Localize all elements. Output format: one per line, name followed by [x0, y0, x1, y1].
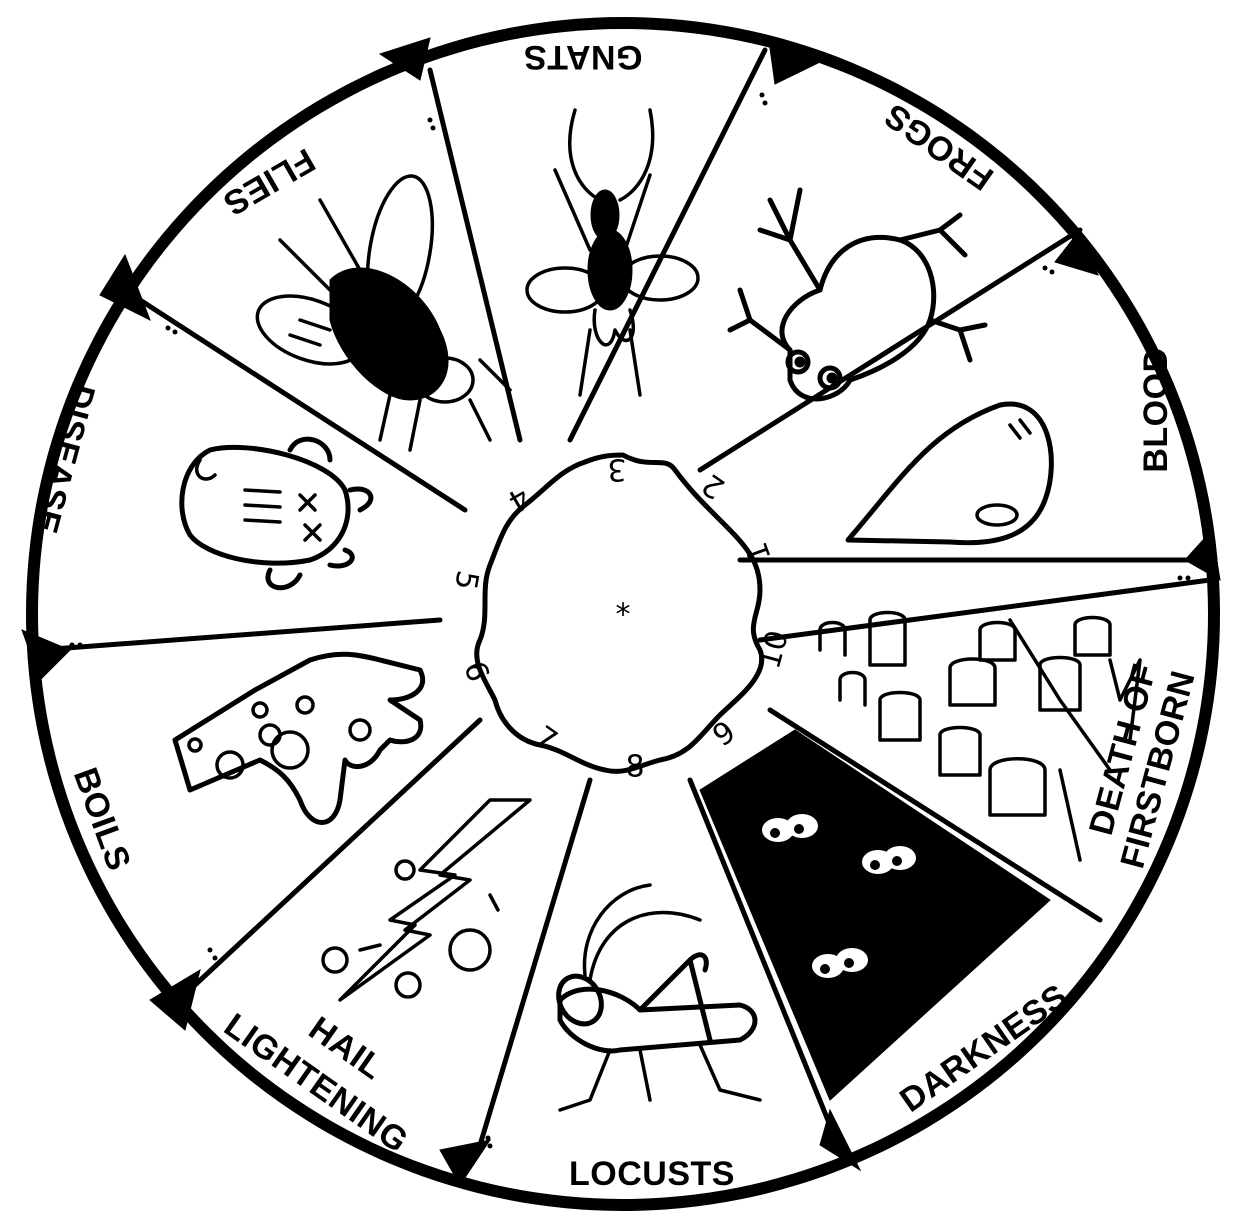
label-blood: BLOOD: [1137, 347, 1175, 472]
center-mark: *: [616, 598, 631, 633]
label-gnats: GNATS: [524, 38, 643, 76]
segment-number-3: 3: [607, 452, 626, 487]
label-locusts: LOCUSTS: [569, 1155, 735, 1193]
segment-number-8: 8: [625, 750, 644, 785]
